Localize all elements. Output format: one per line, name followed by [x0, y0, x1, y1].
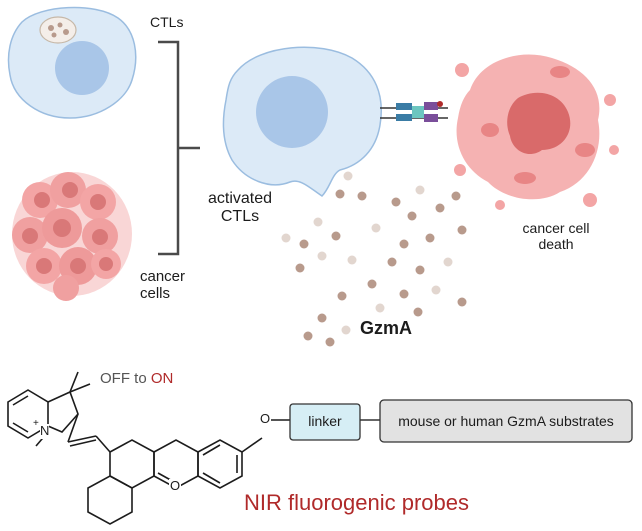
linker-box: [289, 403, 361, 441]
dying-cancer-cell-icon: [454, 54, 619, 210]
activated-ctls-text: activated CTLs: [207, 190, 273, 226]
granule-icon: [457, 297, 467, 307]
ctl-cell-icon: [7, 6, 137, 119]
granule-icon: [413, 307, 423, 317]
granule-icon: [425, 233, 435, 243]
bracket: [158, 40, 200, 256]
probe-title: NIR fluorogenic probes: [244, 490, 470, 515]
granule-icon: [335, 189, 345, 199]
to-text: to: [134, 370, 147, 387]
granule-icon: [451, 191, 461, 201]
granule-icon: [443, 257, 453, 267]
granule-icon: [299, 239, 309, 249]
granule-icon: [457, 225, 467, 235]
gzma-label: GzmA: [360, 318, 413, 338]
granule-icon: [407, 211, 417, 221]
granule-icon: [415, 185, 425, 195]
granule-icon: [435, 203, 445, 213]
substrate-box: [379, 399, 633, 443]
ring-oxygen-atom: O: [169, 478, 182, 494]
granule-icon: [399, 289, 409, 299]
granule-icon: [387, 257, 397, 267]
granule-icon: [303, 331, 313, 341]
granule-icon: [317, 251, 327, 261]
off-to-on-label: OFF to ON: [100, 370, 173, 387]
granule-icon: [357, 191, 367, 201]
granule-icon: [347, 255, 357, 265]
linker-label: linker: [308, 413, 342, 429]
cancer-cell-death-label: cancer cell death: [506, 220, 606, 252]
granule-icon: [341, 325, 351, 335]
link-oxygen-atom: O: [259, 411, 272, 427]
activated-ctl-icon: [222, 46, 382, 197]
ctls-label: CTLs: [150, 14, 184, 30]
nitrogen-atom: N: [40, 423, 50, 439]
granule-icon: [391, 197, 401, 207]
activated-ctls-label: activated CTLs: [200, 190, 280, 227]
on-text: ON: [150, 370, 174, 387]
granule-icon: [317, 313, 327, 323]
granule-icon: [331, 231, 341, 241]
granule-icon: [295, 263, 305, 273]
cancer-cells-label: cancer cells: [140, 268, 200, 303]
granule-icon: [415, 265, 425, 275]
gzma-granules: [281, 171, 467, 347]
cancer-cells-text: cancer cells: [140, 268, 186, 303]
granule-icon: [313, 217, 323, 227]
granule-icon: [281, 233, 291, 243]
granule-icon: [375, 303, 385, 313]
cancer-cluster-icon: [12, 172, 132, 301]
probe-structure: [7, 371, 290, 525]
granule-icon: [431, 285, 441, 295]
cancer-cell-death-text: cancer cell death: [522, 220, 590, 253]
granule-icon: [371, 223, 381, 233]
receptor-icon: [380, 101, 448, 122]
granule-icon: [343, 171, 353, 181]
granule-icon: [325, 337, 335, 347]
granule-icon: [337, 291, 347, 301]
granule-icon: [399, 239, 409, 249]
plus-charge: +: [33, 418, 39, 429]
off-text: OFF: [100, 370, 130, 387]
substrates-label: mouse or human GzmA substrates: [398, 413, 614, 429]
granule-icon: [367, 279, 377, 289]
